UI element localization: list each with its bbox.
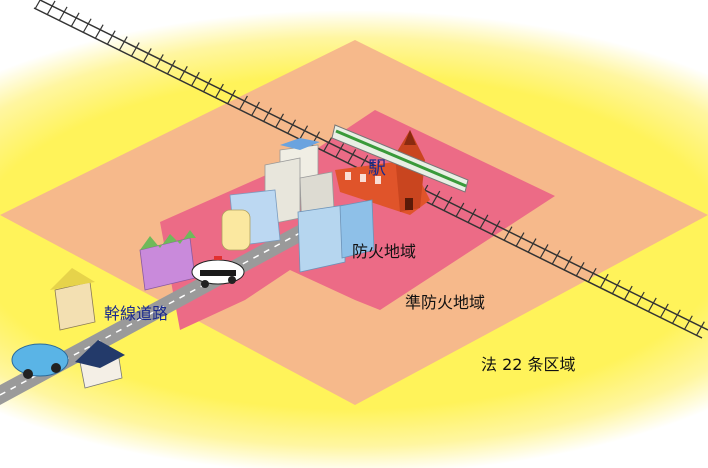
house-yellow (50, 268, 96, 331)
station-label: 駅 (368, 158, 386, 179)
quasi-fire-zone-label: 準防火地域 (405, 293, 486, 312)
arterial-road-label: 幹線道路 (104, 304, 169, 323)
article22-zone-label: 法 22 条区域 (481, 355, 576, 374)
building-cream-rounded (221, 209, 251, 251)
police-car (191, 256, 245, 288)
car-blue (11, 343, 69, 379)
station-building (335, 130, 430, 215)
train (331, 124, 469, 193)
fire-zone-label: 防火地域 (352, 242, 417, 261)
house-navy (75, 340, 125, 389)
building-office-blue (297, 199, 375, 273)
